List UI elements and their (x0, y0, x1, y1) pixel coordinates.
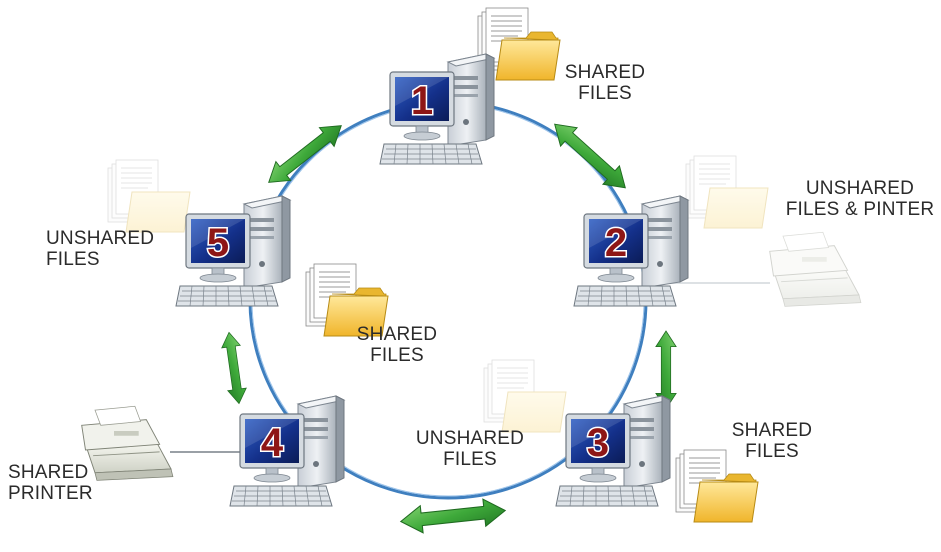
label-pc3-unshared-files: UNSHARED FILES (412, 428, 528, 470)
label-line: FILES (370, 345, 424, 366)
double-arrow-icon (260, 115, 350, 193)
printer-icon (769, 231, 862, 307)
computer-number-5: 5 (207, 221, 229, 265)
label-line: UNSHARED (46, 228, 155, 249)
computer-number-1: 1 (411, 79, 433, 123)
computer-number-2: 2 (605, 221, 627, 265)
documents-icon (107, 159, 191, 233)
label-line: SHARED (356, 324, 438, 345)
label-line: FILES (578, 83, 632, 104)
label-line: SHARED (564, 62, 646, 83)
label-line: UNSHARED (415, 428, 525, 449)
label-line: FILES & PINTER (785, 199, 935, 220)
label-line: FILES (46, 249, 100, 270)
label-line: SHARED (8, 462, 89, 483)
computer-icon (573, 195, 689, 307)
label-pc5-shared-files: SHARED FILES (352, 324, 442, 366)
label-pc3-shared-files: SHARED FILES (722, 420, 822, 462)
computer-icon (175, 195, 291, 307)
label-line: SHARED (731, 420, 813, 441)
documents-icon (685, 155, 769, 229)
label-line: FILES (443, 449, 497, 470)
double-arrow-icon (398, 496, 508, 536)
label-pc4-shared-printer: SHARED PRINTER (8, 462, 118, 504)
label-line: FILES (745, 441, 799, 462)
computer-icon (555, 395, 671, 507)
computer-number-3: 3 (587, 421, 609, 465)
double-arrow-icon (545, 114, 635, 198)
label-line: UNSHARED (805, 178, 915, 199)
double-arrow-icon (219, 330, 249, 406)
label-pc2-unshared-files-printer: UNSHARED FILES & PINTER (782, 178, 938, 220)
documents-icon (483, 359, 567, 433)
label-pc1-shared-files: SHARED FILES (560, 62, 650, 104)
computer-icon (379, 53, 495, 165)
label-pc5-unshared-files: UNSHARED FILES (46, 228, 156, 270)
computer-number-4: 4 (261, 421, 284, 465)
label-line: PRINTER (8, 483, 93, 504)
